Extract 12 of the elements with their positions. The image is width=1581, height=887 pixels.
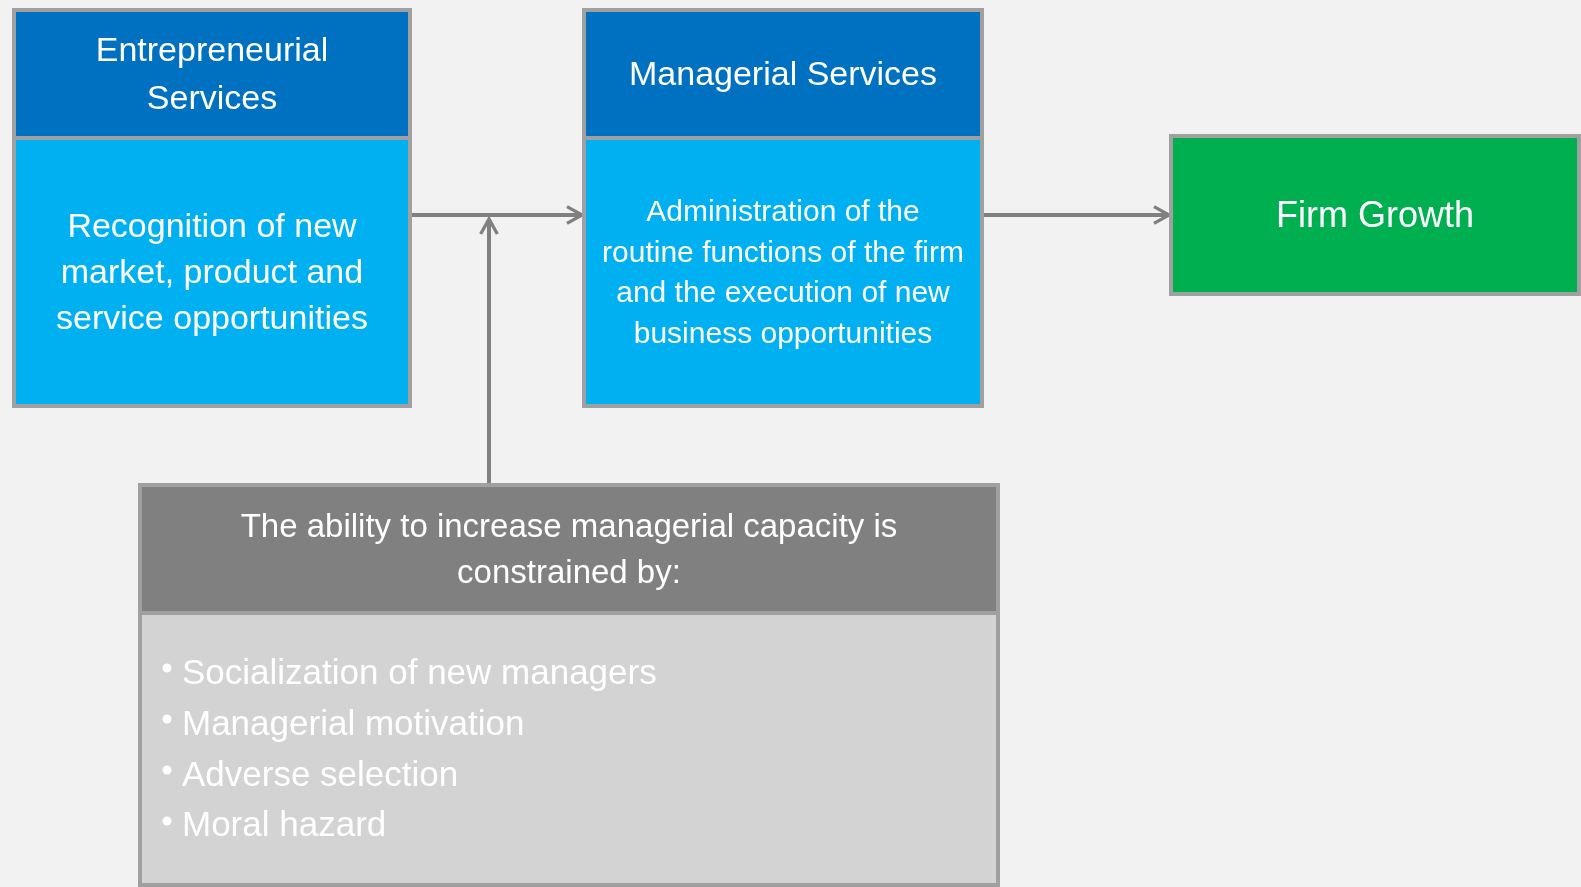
process-box (12, 8, 412, 408)
node-label: Firm Growth (1276, 194, 1474, 236)
arrow (412, 205, 584, 225)
body-text: Administration of the routine functions of the firm and the execution of new business opportunities (601, 193, 965, 351)
arrow (984, 205, 1171, 225)
header-text: Entrepreneurial Services (94, 29, 330, 118)
process-box (138, 483, 1000, 887)
process-box (582, 8, 984, 408)
arrow (479, 217, 499, 483)
header-text: Managerial Services (629, 53, 937, 95)
header-text: The ability to increase managerial capacity is constrained by: (239, 505, 899, 592)
body-text: Recognition of new market, product and service opportunities (55, 205, 369, 338)
